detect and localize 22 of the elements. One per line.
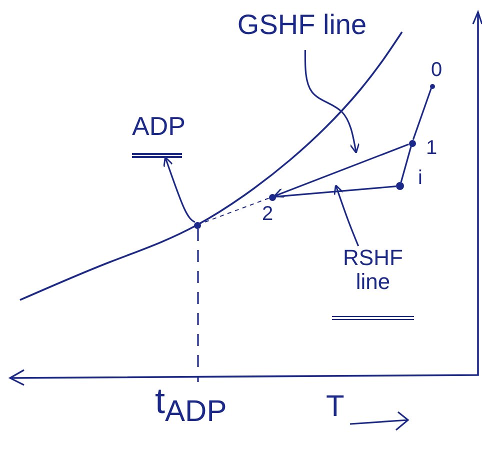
leader-arrow <box>163 156 196 223</box>
process-line <box>400 146 412 182</box>
point-marker <box>408 140 416 146</box>
process-line <box>274 144 410 198</box>
point-label: 2 <box>262 204 274 224</box>
point-marker <box>268 194 276 200</box>
process-line <box>200 198 270 224</box>
text-label: RSHF line <box>332 246 414 320</box>
leader-arrow <box>304 50 360 154</box>
point-label: i <box>418 168 422 188</box>
point-label: 1 <box>426 138 438 158</box>
leader-arrow <box>334 184 360 246</box>
axis-label: T <box>326 392 344 422</box>
point-marker <box>396 182 404 190</box>
point-marker <box>430 84 434 88</box>
point-label: 0 <box>431 60 442 80</box>
process-line <box>275 186 396 198</box>
process-line <box>412 88 432 140</box>
text-label: ADP <box>132 112 182 158</box>
axis-label: t$_{ADP}$ <box>155 383 227 428</box>
text-label: GSHF line <box>226 10 378 50</box>
point-marker <box>194 222 200 228</box>
